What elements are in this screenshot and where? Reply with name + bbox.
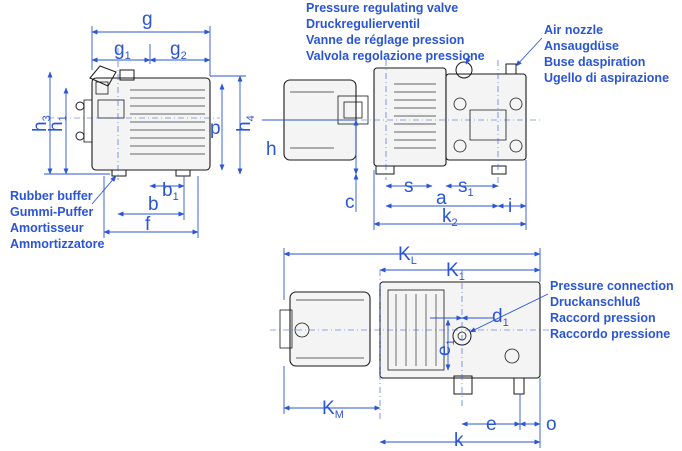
dim-e1: e1 [434, 339, 457, 356]
dim-c: c [345, 192, 355, 213]
dim-b: b [148, 194, 159, 215]
dim-d1: d1 [492, 306, 509, 329]
dim-h3: h3 [30, 115, 53, 132]
cooling-fins-front [394, 83, 436, 149]
label-rubber-buffer: Rubber buffer Gummi-Puffer Amortisseur A… [10, 175, 117, 251]
svg-text:Raccord pression: Raccord pression [550, 311, 656, 325]
svg-text:Ammortizzatore: Ammortizzatore [10, 237, 105, 251]
air-nozzle [505, 63, 517, 75]
svg-text:Raccordo pressione: Raccordo pressione [550, 327, 670, 341]
dim-e: e [486, 414, 497, 435]
air-inlet-side [89, 65, 117, 87]
dim-s: s [404, 176, 414, 197]
dim-o: o [546, 414, 557, 435]
label-pressure-connection: Pressure connection Druckanschluß Raccor… [469, 279, 674, 341]
svg-text:Druckanschluß: Druckanschluß [550, 295, 641, 309]
dim-K1: K1 [446, 260, 465, 283]
dim-i: i [508, 196, 512, 217]
rubber-foot [111, 169, 127, 177]
dim-k2: k2 [442, 206, 458, 229]
side-view: g g1 g2 h3 h1 p h4 b1 b f Rubber buffer … [10, 9, 257, 251]
label-pressure-valve: Pressure regulating valve Druckregulierv… [306, 1, 485, 65]
svg-text:Air nozzle: Air nozzle [544, 23, 603, 37]
dim-g1: g1 [114, 39, 131, 62]
dim-p: p [210, 118, 221, 139]
dim-h4: h4 [234, 115, 257, 132]
svg-text:Vanne de réglage pression: Vanne de réglage pression [306, 33, 464, 47]
cooling-fins-side [130, 89, 205, 155]
svg-text:Buse daspiration: Buse daspiration [544, 55, 645, 69]
dim-s1: s1 [458, 176, 474, 199]
svg-text:Druckregulierventil: Druckregulierventil [306, 17, 420, 31]
svg-text:Valvola regolazione pressione: Valvola regolazione pressione [306, 49, 485, 63]
front-view: h c s s1 a i k2 Pressure regulating valv… [262, 1, 669, 230]
svg-text:Ugello di aspirazione: Ugello di aspirazione [544, 71, 669, 85]
dim-h1: h1 [46, 115, 69, 132]
rubber-foot [175, 169, 191, 177]
knob-icon [75, 101, 85, 111]
dim-g2: g2 [170, 39, 187, 62]
dim-a: a [436, 188, 447, 209]
dim-b1: b1 [162, 180, 179, 203]
svg-text:Gummi-Puffer: Gummi-Puffer [10, 205, 93, 219]
svg-text:Rubber buffer: Rubber buffer [10, 189, 93, 203]
svg-text:Pressure regulating valve: Pressure regulating valve [306, 1, 458, 15]
dim-KL: KL [398, 244, 417, 267]
label-air-nozzle: Air nozzle Ansaugdüse Buse daspiration U… [515, 23, 669, 85]
knob-icon [75, 131, 85, 141]
dim-f: f [145, 214, 151, 235]
dim-k: k [454, 430, 464, 451]
dim-h: h [266, 139, 277, 160]
top-view: KL K1 d1 e1 KM e o k Pressure connection… [270, 244, 674, 451]
svg-text:Pressure connection: Pressure connection [550, 279, 674, 293]
svg-text:Amortisseur: Amortisseur [10, 221, 84, 235]
svg-text:Ansaugdüse: Ansaugdüse [544, 39, 619, 53]
dim-g: g [142, 9, 153, 30]
dim-KM: KM [322, 398, 344, 421]
pressure-valve [455, 61, 473, 79]
